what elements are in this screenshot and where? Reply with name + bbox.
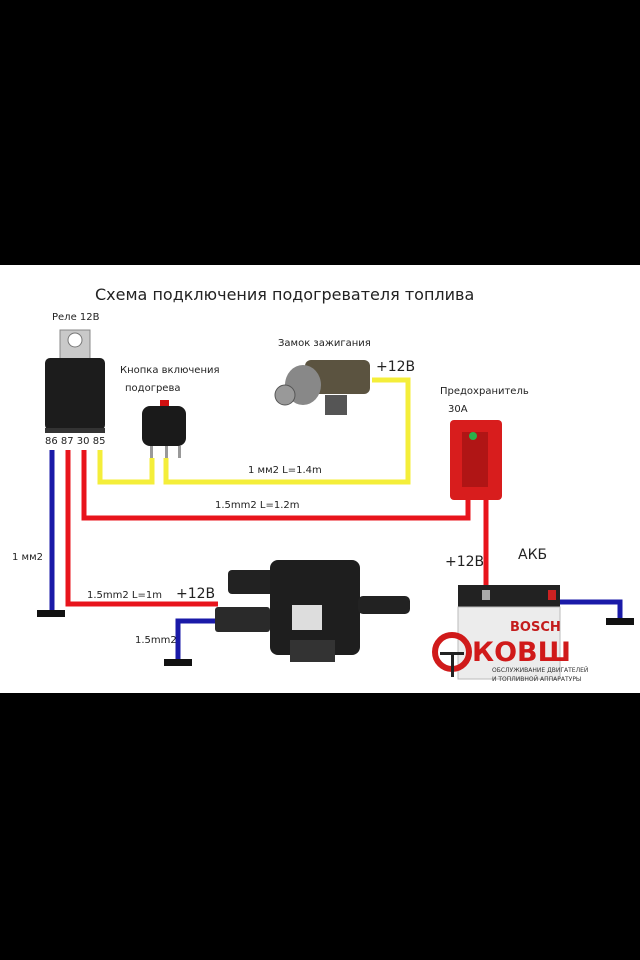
rocker-switch-icon <box>142 400 186 458</box>
switch-label-1: Кнопка включения <box>120 365 220 376</box>
fuel-heater-icon <box>215 560 410 662</box>
blue-wire-label: 1 мм2 <box>12 552 43 563</box>
logo-tagline-1: ОБСЛУЖИВАНИЕ ДВИГАТЕЛЕЙ <box>492 667 588 674</box>
relay-icon <box>45 329 105 433</box>
battery-icon: BOSCH <box>457 585 561 680</box>
ground-symbols <box>37 610 634 666</box>
battery-voltage: +12В <box>445 554 484 570</box>
ignition-lock-icon <box>274 360 370 415</box>
heater-power-wire-label: 1.5mm2 L=1m <box>87 590 162 601</box>
heater-voltage: +12В <box>176 586 215 602</box>
ignition-label: Замок зажигания <box>278 338 371 349</box>
relay-label: Реле 12В <box>52 312 100 323</box>
diagram-title: Схема подключения подогревателя топлива <box>95 285 474 304</box>
blue-wires <box>49 450 623 660</box>
yellow-wire-label: 1 мм2 L=1.4m <box>248 465 322 476</box>
battery-brand: BOSCH <box>510 620 561 635</box>
heater-ground-wire-label: 1.5mm2 <box>135 635 177 646</box>
red-wire-label: 1.5mm2 L=1.2m <box>215 500 300 511</box>
fuse-label: Предохранитель <box>440 386 529 397</box>
red-wires <box>65 450 489 607</box>
logo-name: КОВШ <box>472 637 571 668</box>
yellow-wires <box>97 377 411 485</box>
fuse-rating: 30А <box>448 404 468 415</box>
kovsh-logo: КОВШ ОБСЛУЖИВАНИЕ ДВИГАТЕЛЕЙ И ТОПЛИВНОЙ… <box>432 632 588 683</box>
battery-label: АКБ <box>518 547 547 563</box>
ignition-voltage: +12В <box>376 359 415 375</box>
relay-pins: 86 87 30 85 <box>45 436 105 447</box>
logo-tagline-2: И ТОПЛИВНОЙ АППАРАТУРЫ <box>492 676 581 683</box>
switch-label-2: подогрева <box>125 383 180 394</box>
fuse-icon <box>450 420 502 500</box>
